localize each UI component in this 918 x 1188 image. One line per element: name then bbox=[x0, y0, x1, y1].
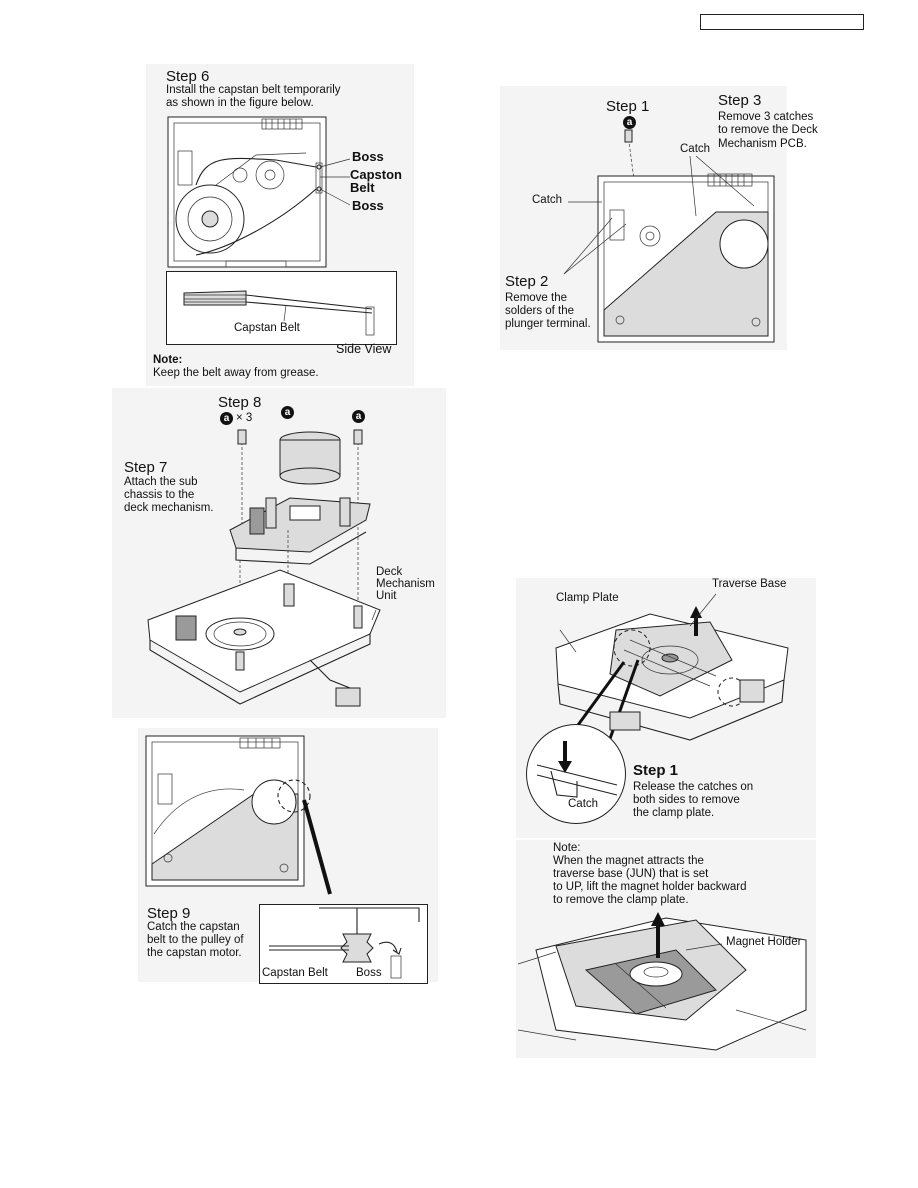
catch-detail-figure bbox=[536, 741, 618, 798]
step6-label-capston: Capston bbox=[350, 167, 402, 182]
catch-detail-label: Catch bbox=[568, 798, 599, 810]
pcb-screw-badge: a bbox=[623, 116, 636, 129]
clamp-step1-line-3: the clamp plate. bbox=[633, 807, 715, 819]
step8-screw-badge: a bbox=[220, 412, 233, 425]
pcb-catch-left: Catch bbox=[532, 194, 563, 206]
step6-desc-line2: as shown in the figure below. bbox=[166, 97, 314, 109]
step9-detail-belt: Capstan Belt bbox=[262, 967, 328, 979]
step8-screw-mark: a bbox=[223, 413, 230, 424]
step6-label-boss-top: Boss bbox=[352, 149, 384, 164]
pcb-figure bbox=[563, 129, 775, 343]
pcb-step3-line-3: Mechanism PCB. bbox=[718, 138, 807, 150]
pcb-catch-top: Catch bbox=[680, 143, 711, 155]
step8-screw-mark-3: a bbox=[355, 411, 362, 422]
step6-note-text: Keep the belt away from grease. bbox=[153, 367, 319, 379]
step9-title: Step 9 bbox=[147, 905, 191, 922]
step6-title: Step 6 bbox=[166, 68, 210, 85]
clamp-step1-title: Step 1 bbox=[633, 762, 679, 779]
pcb-step1-title: Step 1 bbox=[606, 98, 650, 115]
pcb-screw-mark: a bbox=[626, 117, 633, 128]
step8-screw-badge-2: a bbox=[281, 406, 294, 419]
pcb-step2-line-2: solders of the bbox=[505, 305, 575, 317]
traverse-base-label: Traverse Base bbox=[712, 578, 787, 590]
pcb-step2-line-3: plunger terminal. bbox=[505, 318, 591, 330]
side-view-figure bbox=[183, 290, 375, 336]
clamp-figure bbox=[555, 593, 789, 751]
step8-screw-mark-2: a bbox=[284, 407, 291, 418]
clamp-note-line-1: When the magnet attracts the bbox=[553, 855, 704, 867]
clamp-note-line-4: to remove the clamp plate. bbox=[553, 894, 689, 906]
step7-unit-label-1: Deck bbox=[376, 566, 403, 578]
step6-deck-figure bbox=[167, 116, 351, 268]
header-box bbox=[700, 14, 864, 30]
step9-detail-box bbox=[259, 904, 428, 984]
step9-detail-boss: Boss bbox=[356, 967, 382, 979]
step8-title: Step 8 bbox=[218, 394, 262, 411]
step9-line-3: the capstan motor. bbox=[147, 947, 242, 959]
step6-desc-line1: Install the capstan belt temporarily bbox=[166, 84, 341, 96]
pcb-step3-line-1: Remove 3 catches bbox=[718, 111, 814, 123]
pcb-step2-line-1: Remove the bbox=[505, 292, 568, 304]
pcb-step3-title: Step 3 bbox=[718, 92, 762, 109]
clamp-step1-line-1: Release the catches on bbox=[633, 781, 754, 793]
clamp-note-title: Note: bbox=[553, 842, 581, 854]
magnet-holder-label: Magnet Holder bbox=[726, 936, 802, 948]
clamp-plate-label: Clamp Plate bbox=[556, 592, 619, 604]
step7-line-2: chassis to the bbox=[124, 489, 195, 501]
step9-detail-figure bbox=[269, 907, 420, 979]
pcb-step2-title: Step 2 bbox=[505, 273, 549, 290]
step7-unit-label-2: Mechanism bbox=[376, 578, 435, 590]
clamp-note-line-2: traverse base (JUN) that is set bbox=[553, 868, 709, 880]
step6-label-boss-bottom: Boss bbox=[352, 198, 384, 213]
clamp-step1-line-2: both sides to remove bbox=[633, 794, 740, 806]
clamp-note-line-3: to UP, lift the magnet holder backward bbox=[553, 881, 747, 893]
side-view-caption: Side View bbox=[336, 342, 392, 356]
step7-sub-chassis-figure bbox=[147, 429, 381, 707]
side-view-belt-label: Capstan Belt bbox=[234, 322, 300, 334]
step7-line-1: Attach the sub bbox=[124, 476, 198, 488]
step7-unit-label-3: Unit bbox=[376, 590, 397, 602]
step8-qty: × 3 bbox=[236, 412, 253, 424]
step6-note-title: Note: bbox=[153, 354, 183, 366]
step7-line-3: deck mechanism. bbox=[124, 502, 214, 514]
step9-line-2: belt to the pulley of bbox=[147, 934, 244, 946]
step8-screw-badge-3: a bbox=[352, 410, 365, 423]
pcb-step3-line-2: to remove the Deck bbox=[718, 124, 818, 136]
step9-deck-figure bbox=[145, 735, 332, 895]
step6-label-belt: Belt bbox=[350, 180, 375, 195]
step7-title: Step 7 bbox=[124, 459, 168, 476]
step9-line-1: Catch the capstan bbox=[147, 921, 240, 933]
magnet-holder-figure bbox=[517, 912, 807, 1051]
catch-detail-circle bbox=[526, 724, 626, 824]
